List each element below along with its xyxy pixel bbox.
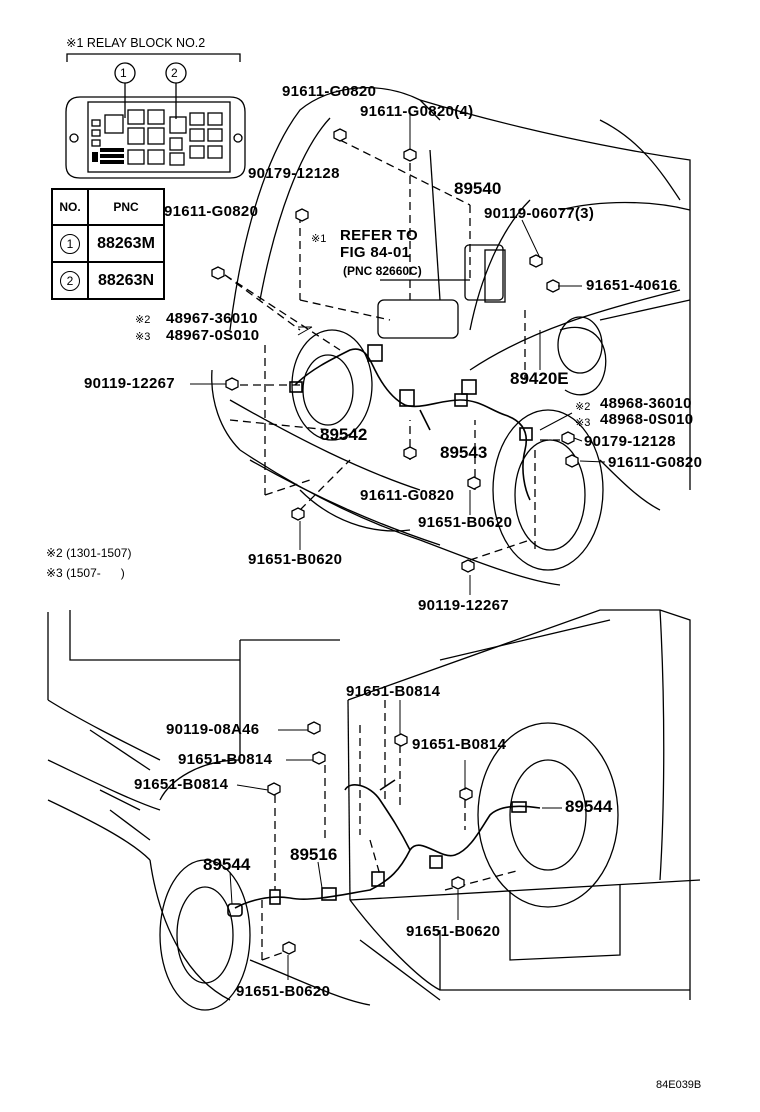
relay-block-title: ※1 RELAY BLOCK NO.2 (66, 36, 206, 50)
relay-callout-1: 1 (120, 66, 127, 80)
dashed-leaders-lower (261, 700, 521, 961)
part-label[interactable]: 91611-G0820 (164, 203, 259, 220)
part-label[interactable]: 91651-B0620 (248, 551, 343, 568)
part-label[interactable]: 91651-B0620 (236, 983, 331, 1000)
part-label[interactable]: 91651-B0620 (418, 514, 513, 531)
part-label[interactable]: 48967-36010 (166, 310, 258, 327)
pnc-table-header-pnc: PNC (87, 188, 165, 226)
pnc-table: NO. PNC 1 88263M 2 88263N (51, 188, 165, 300)
leaders-lower (229, 700, 562, 980)
part-label[interactable]: 91651-B0814 (178, 751, 273, 768)
note-2: ※2 (1301-1507) (46, 546, 132, 560)
note-marker: ※3 (575, 417, 591, 429)
part-label[interactable]: 90119-12267 (418, 597, 509, 614)
row-pnc: 88263N (87, 261, 165, 300)
row-number: 1 (60, 233, 80, 254)
figure-code: 84E039B (656, 1079, 702, 1091)
part-label[interactable]: 91651-B0814 (412, 736, 507, 753)
part-label[interactable]: 91611-G0820 (608, 454, 703, 471)
part-label[interactable]: 91651-B0814 (346, 683, 441, 700)
part-label[interactable]: 48968-36010 (600, 395, 692, 412)
part-label[interactable]: 91611-G0820 (360, 487, 455, 504)
part-label[interactable]: 48967-0S010 (166, 327, 260, 344)
dashed-leaders-upper (224, 139, 560, 561)
part-label[interactable]: 89540 (454, 179, 502, 198)
part-label[interactable]: 91611-G0820(4) (360, 103, 474, 120)
table-row: 2 88263N (51, 261, 165, 300)
row-pnc: 88263M (87, 224, 165, 263)
note-marker: ※3 (135, 331, 151, 343)
row-number: 2 (60, 270, 80, 291)
part-label[interactable]: 91611-G0820 (282, 83, 377, 100)
part-label[interactable]: 48968-0S010 (600, 411, 694, 428)
part-label[interactable]: 89544 (565, 797, 613, 816)
part-label[interactable]: 89516 (290, 845, 338, 864)
leaders-upper (190, 108, 606, 595)
part-label[interactable]: 89544 (203, 855, 251, 874)
lower-harness (227, 779, 541, 917)
part-label[interactable]: 91651-40616 (586, 277, 678, 294)
part-label[interactable]: 90119-06077(3) (484, 205, 595, 222)
note-marker: ※2 (135, 314, 151, 326)
part-label[interactable]: 91651-B0620 (406, 923, 501, 940)
refer-pnc: (PNC 82660C) (343, 264, 422, 278)
part-label[interactable]: 89543 (440, 443, 488, 462)
refer-figure-link[interactable]: FIG 84-01 (340, 244, 411, 261)
part-label[interactable]: 91651-B0814 (134, 776, 229, 793)
part-label[interactable]: 89420E (510, 369, 569, 388)
relay-callout-2: 2 (171, 66, 178, 80)
part-label[interactable]: 89542 (320, 425, 368, 444)
note-marker: ※1 (311, 233, 327, 245)
note-3: ※3 (1507- ) (46, 566, 125, 580)
note-marker: ※2 (575, 401, 591, 413)
upper-harness (289, 344, 533, 501)
part-label[interactable]: 90119-12267 (84, 375, 175, 392)
part-label[interactable]: 90179-12128 (584, 433, 676, 450)
pnc-table-header-no: NO. (51, 188, 89, 226)
part-label[interactable]: 90119-08A46 (166, 721, 260, 738)
rear-vehicle-outline (47, 609, 701, 1011)
fasteners-lower (267, 721, 473, 955)
table-row: 1 88263M (51, 224, 165, 263)
relay-block-drawing (65, 53, 246, 179)
fasteners-upper (211, 128, 579, 573)
front-vehicle-outline (211, 87, 691, 586)
part-label[interactable]: 90179-12128 (248, 165, 340, 182)
refer-note: REFER TO (340, 227, 418, 244)
